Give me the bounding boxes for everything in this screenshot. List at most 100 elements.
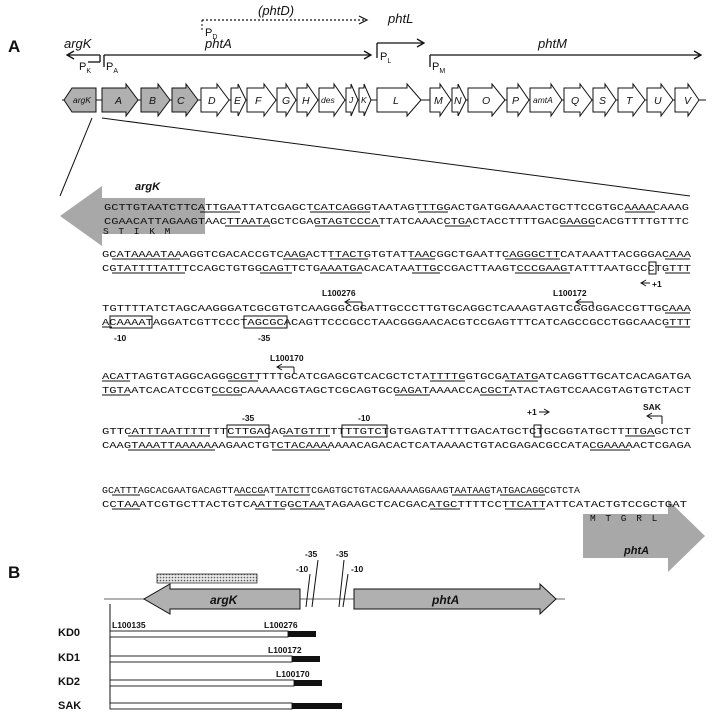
gene-des-arrow: des [318,82,346,118]
seq-line-8: TGTAATCACATCCGTCCCGCAAAAACGTAGCTCGCAGTGC… [102,385,691,396]
phtA-sequence-arrow: phtA M T G R L [583,500,705,572]
construct-right-label-KD0: L100276 [264,620,298,630]
gene-label-J: J [348,95,354,105]
probe-box [156,573,258,584]
panelB-argK-arrow: argK [142,583,301,615]
marker-L100172: L100172 [553,288,587,298]
gene-C-arrow: C [171,82,199,118]
promoter-PL: PL [380,51,391,65]
panelB-argK-label: argK [210,593,239,607]
gene-M-arrow: M [429,82,452,118]
gene-O-arrow: O [467,82,506,118]
construct-name-KD0: KD0 [58,627,80,639]
construct-name-SAK: SAK [58,700,81,712]
phtD-transcript: (phtD) PD [201,3,369,41]
gene-label-Q: Q [571,95,579,107]
gene-E-arrow: E [230,83,247,117]
seq-line-7: ACATTAGTGTAGGCAGGGCGTTTTTGCATCGAGCGTCACG… [102,371,691,382]
panelB-minus35-b: -35 [336,549,349,559]
promoter-PA: PA [106,61,118,75]
panelB-minus35-a: -35 [305,549,318,559]
seq-line-1: GCTTGTAATCTTCATTGAATTATCGAGCTCATCAGGGTAA… [104,202,689,213]
seq-line-4: CGTATTTTATTTCCAGCTGTGGCAGTTCTGAAATGACACA… [102,263,691,274]
marker-minus10-b: -10 [358,413,371,423]
marker-L100170: L100170 [270,353,304,363]
panelB-minus10-b: -10 [351,564,364,574]
phtM-operon: phtM PM [429,36,703,75]
argK-aa-sequence: S T I K M [103,226,172,237]
phtA-sequence-label: phtA [623,545,649,557]
gene-H-arrow: H [296,82,319,118]
gene-G-arrow: G [276,82,297,118]
construct-SAK: SAK [58,700,342,712]
gene-J-arrow: J [345,83,359,117]
gene-P-arrow: P [506,82,530,118]
gene-label-E: E [234,95,242,107]
gene-label-des: des [321,95,335,105]
promoter-ticks [305,559,349,608]
seq-line-6: ACAAAATAGGATCGTTCCCTAGCGCACAGTTCCCGCCTAA… [102,317,691,328]
construct-KD0: KD0 L100135 L100276 [58,620,316,639]
marker-minus35-b: -35 [242,413,255,423]
gene-label-V: V [684,95,692,107]
gene-label-T: T [626,95,634,107]
gene-label-S: S [599,95,606,107]
marker-minus35-a: -35 [258,333,271,343]
zoom-line-left [59,117,93,197]
gene-N-arrow: N [451,83,467,117]
phtA-operon: phtA PA [103,36,373,75]
motif-underlines [102,211,690,510]
gene-label-M: M [434,95,443,107]
gene-S-arrow: S [592,82,617,118]
seq-line-12: CCTAAATCGTGCTTACTGTCAATTGGCTAATAGAAGCTCA… [102,499,687,510]
gene-label-amtA: amtA [533,95,553,105]
construct-right-label-KD1: L100172 [268,645,302,655]
gene-label-G: G [282,95,290,107]
gene-label-A: A [114,95,122,107]
promoter-boxes [109,261,657,438]
promoter-PD: PD [205,27,217,41]
construct-KD2: KD2 L100170 [58,669,322,688]
seq-line-9: GTTCATTTAATTTTTTTCTTGACAGATGTTTTTTTGTCTG… [102,426,691,437]
gene-K-arrow: K [358,83,372,117]
marker-plus1-a: +1 [652,279,662,289]
construct-name-KD1: KD1 [58,652,80,664]
seq-line-5: TGTTTTATCTAGCAAGGGATCGCGTGTCAAGGGCGGATTG… [102,303,691,314]
gene-amtA-arrow: amtA [529,82,563,118]
argK-operon: argK PK [64,36,101,75]
construct-KD1: KD1 L100172 [58,645,320,664]
gene-label-argK: argK [73,95,91,105]
gene-argK-arrow: argK [63,87,97,113]
gene-label-N: N [454,95,462,107]
construct-name-KD2: KD2 [58,676,80,688]
gene-label-B: B [149,95,156,107]
promoter-PK: PK [79,61,91,75]
argK-sequence-label: argK [135,181,161,193]
gene-label-L: L [393,95,399,107]
gene-D-arrow: D [200,82,230,118]
gene-A-arrow: A [101,82,139,118]
gene-label-D: D [208,95,216,107]
gene-label-O: O [482,95,490,107]
gene-label-C: C [177,95,185,107]
gene-L-arrow: L [376,82,422,118]
panelB-phtA-arrow: phtA [353,582,557,616]
argK-operon-label: argK [64,36,93,51]
phtA-aa-sequence: M T G R L [590,513,659,524]
gene-F-arrow: F [246,82,277,118]
panel-label-a: A [8,37,20,56]
gene-B-arrow: B [140,82,171,118]
marker-L100276: L100276 [322,288,356,298]
seq-line-10: CAAGTAAATTAAAAAAAGAACTGTCTACAAAAAAACAGAC… [102,440,691,451]
promoter-PM: PM [432,61,445,75]
seq-line-11: GCATTTAGCACGAATGACAGTTAACCGATTATCTTCGAGT… [102,485,580,496]
marker-SAK: SAK [643,402,662,412]
gene-label-F: F [255,95,262,107]
gene-Q-arrow: Q [563,82,593,118]
zoom-line-right [101,117,691,197]
seq-line-3: GCATAAAATAAAGGTCGACACCGTCAAGACTTTACTGTGT… [102,249,691,260]
phtM-operon-label: phtM [537,36,567,51]
phtL-transcript: phtL PL [376,11,426,65]
gene-label-K: K [361,95,367,105]
